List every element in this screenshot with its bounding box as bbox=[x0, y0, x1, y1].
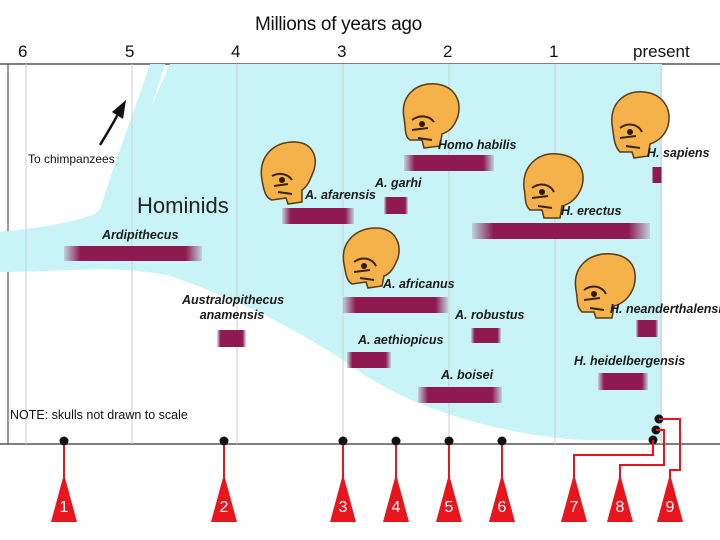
marker-triangle-1 bbox=[51, 474, 77, 522]
marker-triangle-8 bbox=[607, 474, 633, 522]
connector-9 bbox=[659, 418, 681, 478]
tick-label-2: 2 bbox=[443, 42, 453, 61]
tick-label-6: 6 bbox=[18, 42, 28, 61]
skull-h-neanderthalensis-icon bbox=[574, 253, 636, 319]
hominids-label: Hominids bbox=[137, 193, 229, 218]
bar-h-sapiens bbox=[652, 167, 662, 183]
species-label-ardipithecus: Ardipithecus bbox=[102, 228, 179, 242]
marker-number-1: 1 bbox=[59, 499, 69, 516]
species-label-h-erectus: H. erectus bbox=[561, 204, 622, 218]
tick-label-4: 4 bbox=[231, 42, 241, 61]
chimp-arrow-shaft bbox=[98, 111, 121, 146]
diagram-title: Millions of years ago bbox=[255, 14, 422, 35]
chimp-arrow-head bbox=[112, 100, 126, 119]
bar-garhi bbox=[384, 197, 408, 214]
marker-number-6: 6 bbox=[497, 499, 507, 516]
bar-africanus bbox=[343, 297, 448, 313]
bar-aethiopicus bbox=[347, 352, 391, 368]
marker-triangle-7 bbox=[561, 474, 587, 522]
bar-h-heidelbergensis bbox=[598, 373, 648, 390]
marker-number-3: 3 bbox=[338, 499, 348, 516]
species-label-garhi: A. garhi bbox=[375, 176, 422, 190]
timeline-dot-5 bbox=[444, 436, 454, 446]
species-label-africanus: A. africanus bbox=[383, 277, 455, 291]
tick-label-1: 1 bbox=[549, 42, 559, 61]
bar-robustus bbox=[471, 328, 501, 343]
species-label-homo-habilis: Homo habilis bbox=[438, 138, 517, 152]
bar-h-neanderthalensis bbox=[636, 320, 658, 337]
species-label-boisei: A. boisei bbox=[441, 368, 494, 382]
connector-7 bbox=[573, 440, 654, 478]
marker-number-2: 2 bbox=[219, 499, 229, 516]
marker-number-9: 9 bbox=[665, 499, 675, 516]
marker-triangle-3 bbox=[330, 474, 356, 522]
tick-label-5: 5 bbox=[125, 42, 135, 61]
species-label-anamensis: Australopithecus anamensis bbox=[182, 293, 285, 322]
marker-triangle-5 bbox=[436, 474, 462, 522]
timeline-dot-2 bbox=[219, 436, 229, 446]
marker-number-7: 7 bbox=[569, 499, 579, 516]
marker-triangle-4 bbox=[383, 474, 409, 522]
bar-afarensis bbox=[282, 208, 354, 224]
species-label-aethiopicus: A. aethiopicus bbox=[358, 333, 444, 347]
species-label-afarensis: A. afarensis bbox=[305, 188, 376, 202]
skull-afarensis-icon bbox=[260, 141, 316, 205]
species-label-robustus: A. robustus bbox=[455, 308, 525, 322]
marker-number-5: 5 bbox=[444, 499, 454, 516]
species-label-h-sapiens: H. sapiens bbox=[647, 146, 710, 160]
chimp-label: To chimpanzees bbox=[28, 152, 115, 166]
connector-8 bbox=[619, 429, 665, 478]
timeline-dot-3 bbox=[338, 436, 348, 446]
bar-h-erectus bbox=[472, 223, 650, 239]
skull-africanus-icon bbox=[342, 227, 400, 289]
tick-label-3: 3 bbox=[337, 42, 347, 61]
timeline-dot-6 bbox=[497, 436, 507, 446]
marker-number-4: 4 bbox=[391, 499, 401, 516]
timeline-dot-4 bbox=[391, 436, 401, 446]
bar-boisei bbox=[418, 387, 502, 403]
note-label: NOTE: skulls not drawn to scale bbox=[10, 408, 188, 422]
bar-homo-habilis bbox=[404, 155, 494, 171]
marker-triangle-9 bbox=[657, 474, 683, 522]
bar-ardipithecus bbox=[64, 246, 202, 261]
marker-triangle-2 bbox=[211, 474, 237, 522]
skull-homo-habilis-icon bbox=[402, 83, 460, 149]
bar-anamensis bbox=[217, 330, 246, 347]
species-label-h-heidelbergensis: H. heidelbergensis bbox=[574, 354, 686, 368]
skull-h-erectus-icon bbox=[523, 153, 584, 219]
hominid-band bbox=[0, 64, 662, 440]
timeline-dot-1 bbox=[59, 436, 69, 446]
marker-number-8: 8 bbox=[615, 499, 625, 516]
tick-label-present: present bbox=[633, 42, 690, 61]
species-label-h-neanderthalensis: H. neanderthalensis bbox=[610, 302, 720, 316]
marker-triangle-6 bbox=[489, 474, 515, 522]
skull-h-sapiens-icon bbox=[611, 91, 670, 159]
